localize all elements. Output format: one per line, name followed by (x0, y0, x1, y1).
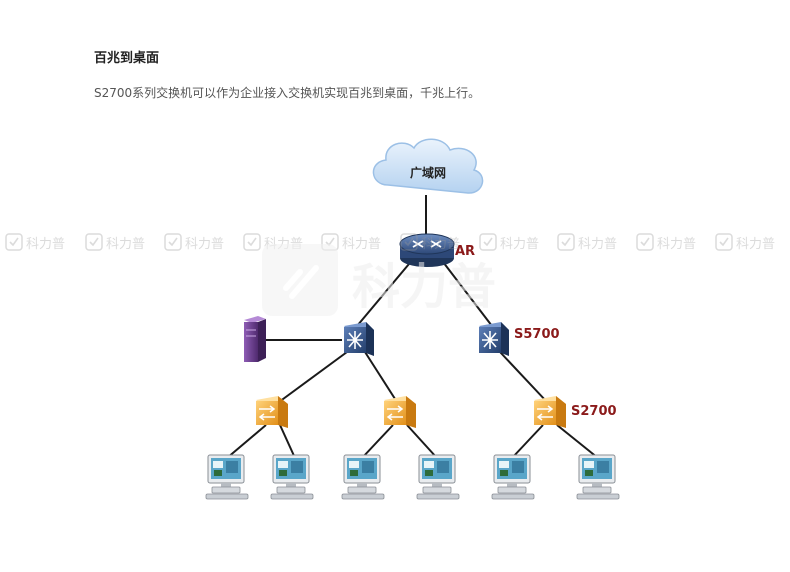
link-access-pc-5 (511, 424, 544, 459)
watermark-tile: 科力普 (400, 233, 460, 252)
svg-text:科力普: 科力普 (421, 237, 460, 252)
watermark-tile: 科力普 (479, 233, 539, 252)
pc-icon (270, 454, 314, 500)
page-description: S2700系列交换机可以作为企业接入交换机实现百兆到桌面，千兆上行。 (94, 86, 481, 100)
network-links (226, 195, 599, 459)
pc-icon (576, 454, 620, 500)
watermark-tile: 科力普 (636, 233, 696, 252)
watermark-large: 科力普 (262, 244, 496, 316)
svg-text:科力普: 科力普 (26, 237, 65, 252)
access-switch-label: S2700 (571, 404, 617, 419)
pc-icon (341, 454, 385, 500)
svg-text:科力普: 科力普 (106, 237, 145, 252)
access-switch-icon (256, 396, 288, 428)
link-access-pc-6 (556, 424, 599, 459)
page-title: 百兆到桌面 (94, 51, 160, 66)
watermark: 科力普 科力普 科力普 科力普 科力普 科力普 (5, 233, 775, 252)
server-icon (244, 316, 266, 362)
access-switch-icon (384, 396, 416, 428)
link-router-core-left (356, 257, 415, 327)
link-access-pc-2 (279, 424, 296, 459)
link-access-pc-4 (406, 424, 438, 459)
link-core-access-2 (364, 351, 398, 403)
svg-text:科力普: 科力普 (578, 237, 617, 252)
svg-text:科力普: 科力普 (657, 237, 696, 252)
router-label: AR (455, 244, 475, 259)
wan-cloud-label: 广域网 (410, 165, 446, 180)
pc-icon (416, 454, 460, 500)
watermark-tile: 科力普 (321, 233, 381, 252)
svg-text:科力普: 科力普 (352, 259, 496, 315)
pc-icon (205, 454, 249, 500)
watermark-tile: 科力普 (557, 233, 617, 252)
watermark-tile: 科力普 (5, 233, 65, 252)
svg-text:科力普: 科力普 (736, 237, 775, 252)
link-core-access-3 (499, 351, 548, 403)
watermark-tile: 科力普 (715, 233, 775, 252)
access-switch-icon (534, 396, 566, 428)
core-switch-icon (479, 322, 509, 356)
link-router-core-right (439, 257, 493, 327)
link-access-pc-1 (226, 424, 267, 459)
svg-text:科力普: 科力普 (500, 237, 539, 252)
svg-text:科力普: 科力普 (342, 237, 381, 252)
link-access-pc-3 (361, 424, 394, 459)
router-icon (399, 233, 455, 267)
wan-cloud: 广域网 (372, 138, 484, 194)
link-core-access-1 (278, 351, 348, 403)
watermark-tile: 科力普 (85, 233, 145, 252)
watermark-tile: 科力普 (164, 233, 224, 252)
svg-text:科力普: 科力普 (185, 237, 224, 252)
pc-icon (491, 454, 535, 500)
core-switch-icon (344, 322, 374, 356)
core-switch-label: S5700 (514, 327, 560, 342)
